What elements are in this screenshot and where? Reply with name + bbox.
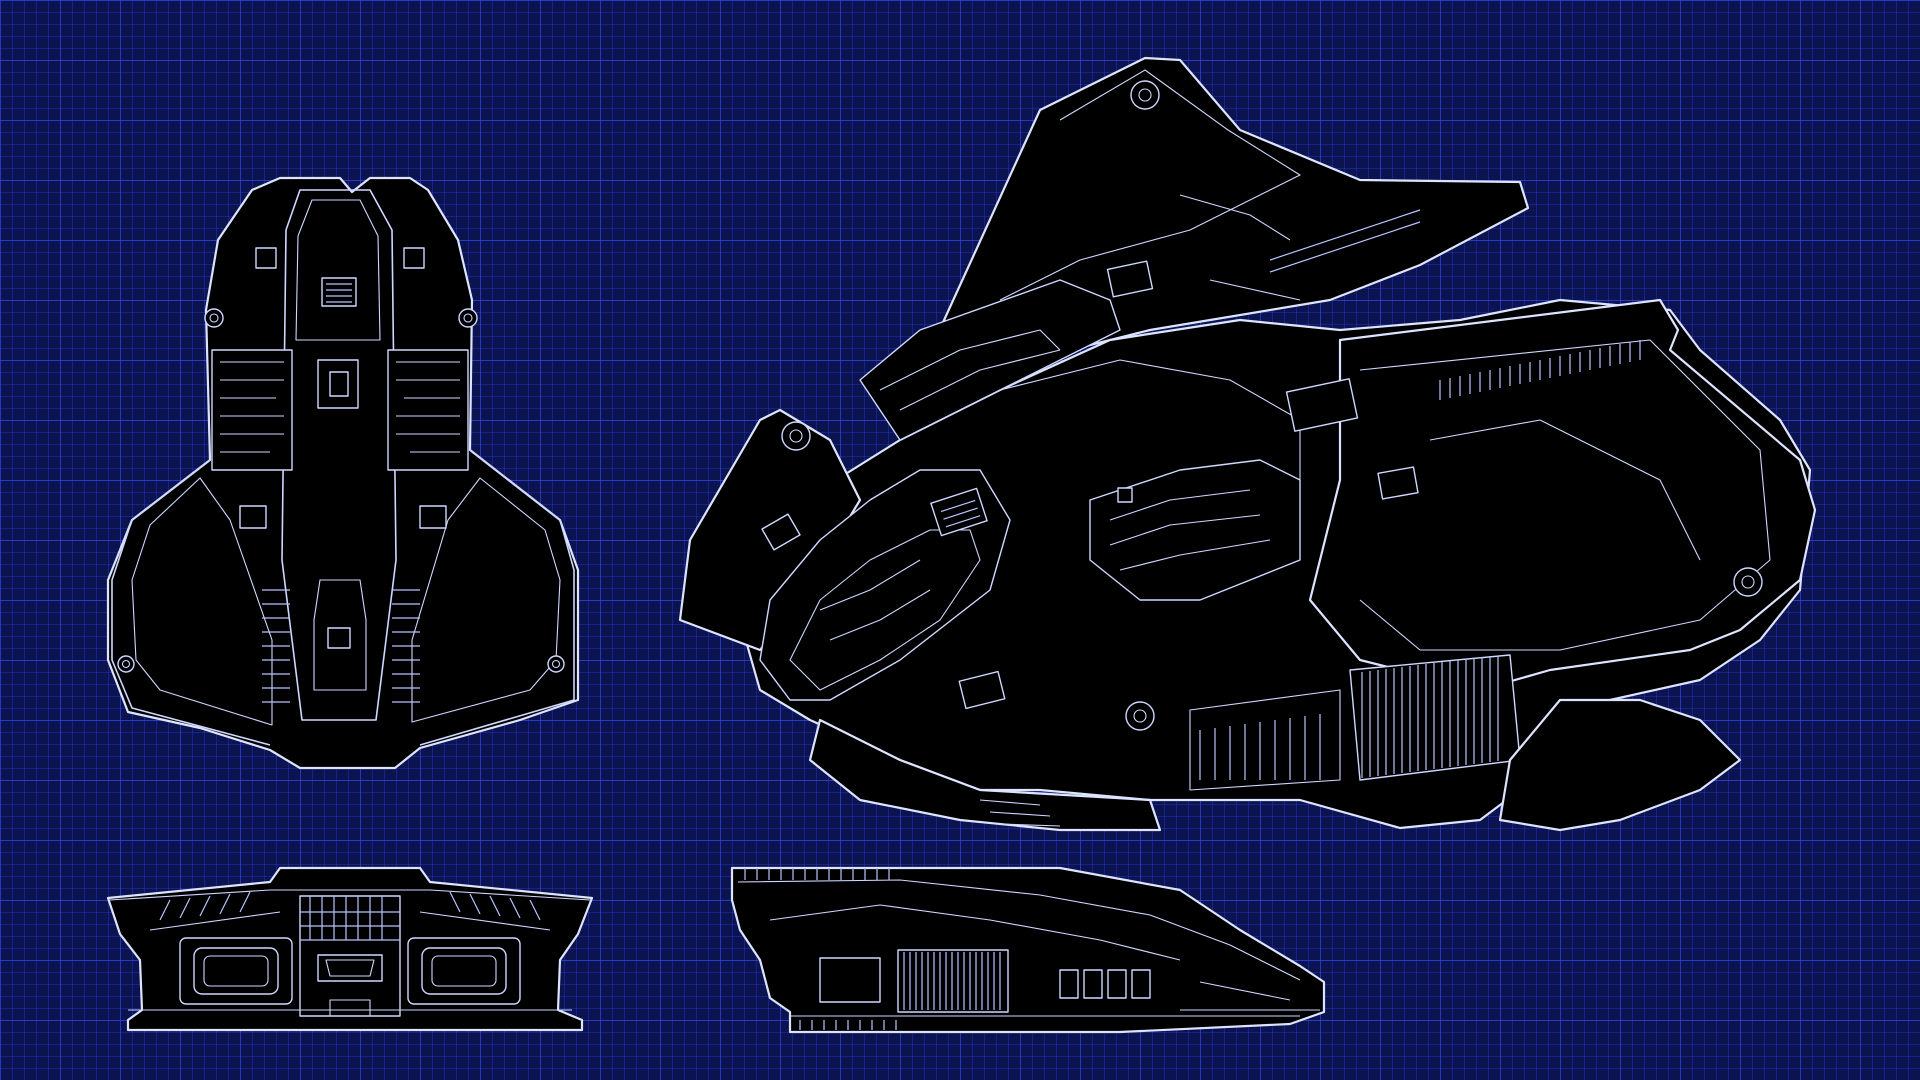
side-view bbox=[730, 866, 1326, 1034]
perspective-view bbox=[678, 56, 1817, 832]
front-view bbox=[106, 866, 594, 1032]
top-view bbox=[106, 176, 580, 770]
